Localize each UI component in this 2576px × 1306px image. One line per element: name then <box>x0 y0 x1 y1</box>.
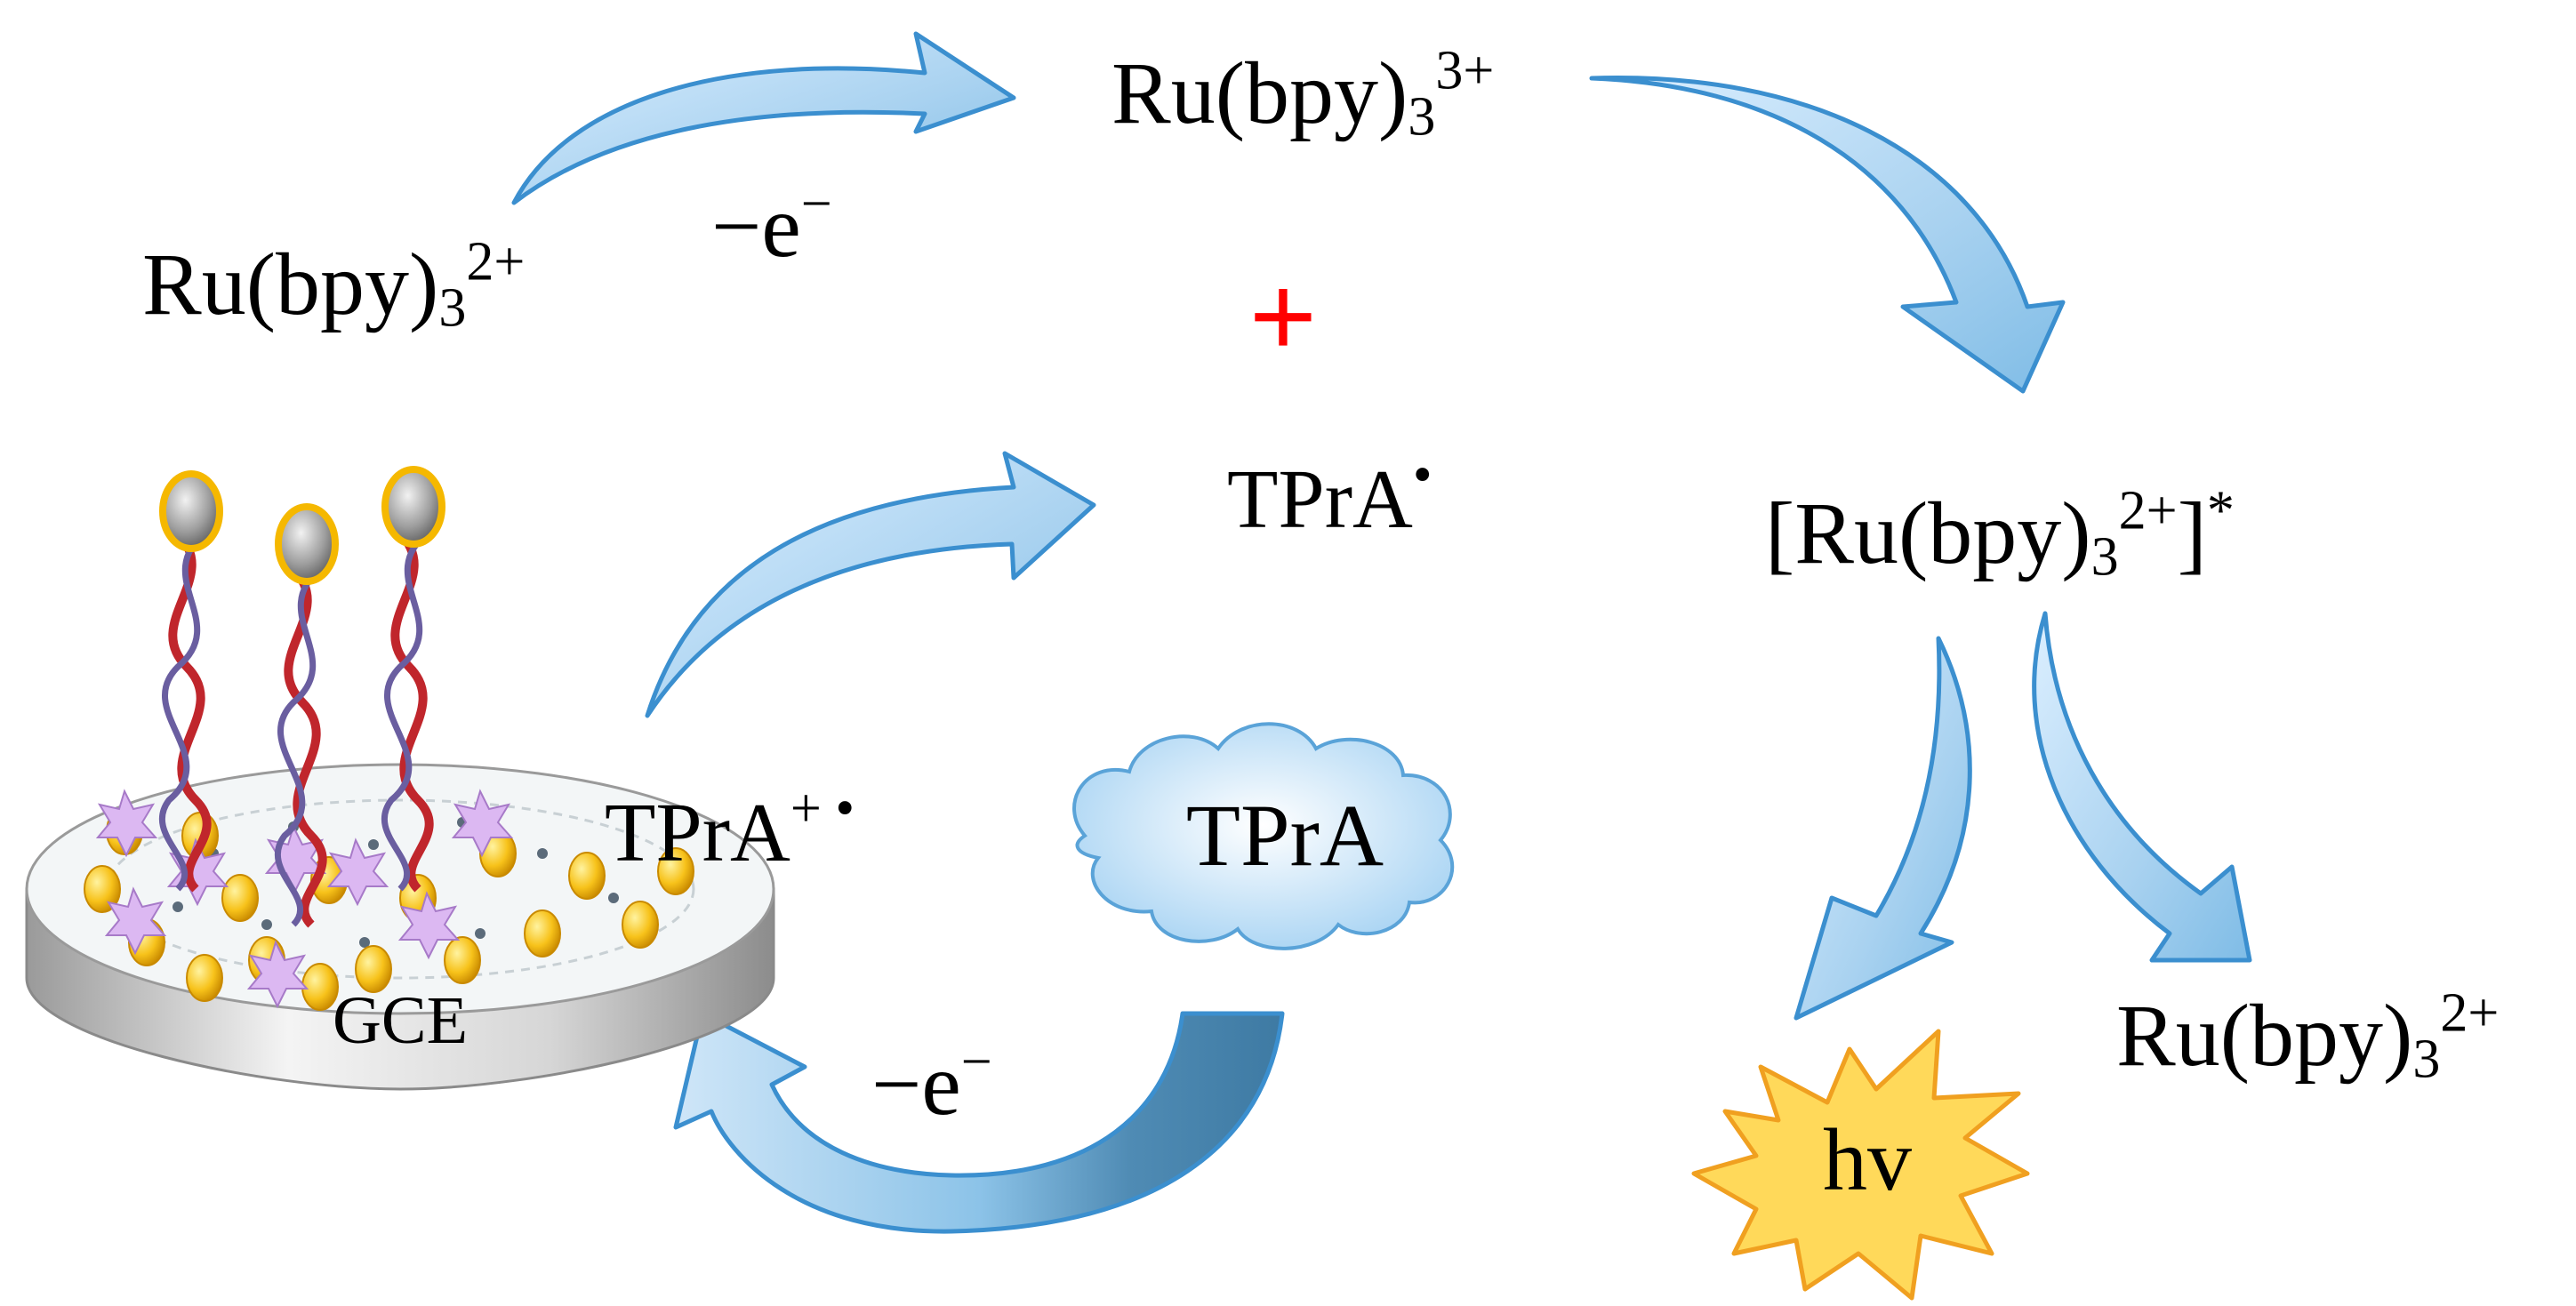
emission-arrow <box>1794 636 1972 1021</box>
tpra-cloud-label: TPrA <box>1185 786 1384 885</box>
tpra-oxidation-arrow <box>673 1011 1285 1234</box>
minus-e-top-label: −e− <box>711 173 832 276</box>
hv-starburst <box>1691 1029 2030 1301</box>
oxidation-arrow-ru <box>511 31 1016 205</box>
deprotonation-arrow <box>645 451 1096 718</box>
plus-sign: + <box>1249 251 1317 381</box>
tpra-cation-radical-label: TPrA+ • <box>605 778 855 879</box>
ru-bpy3-2plus-right-label: Ru(bpy)32+ <box>2116 982 2500 1090</box>
tpra-radical-label: TPrA• <box>1227 445 1432 546</box>
annihilation-arrow <box>1589 76 2066 394</box>
ru-excited-state-label: [Ru(bpy)32+]* <box>1765 480 2235 588</box>
ru-bpy3-3plus-label: Ru(bpy)33+ <box>1111 40 1495 148</box>
regeneration-arrow <box>2032 611 2252 963</box>
minus-e-bottom-label: −e− <box>871 1031 992 1134</box>
gce-label: GCE <box>333 983 468 1058</box>
dna-probes <box>159 466 445 928</box>
ru-bpy3-2plus-left-label: Ru(bpy)32+ <box>142 231 526 339</box>
hv-label: hv <box>1823 1110 1912 1209</box>
tpra-cloud-shape <box>1072 722 1455 950</box>
